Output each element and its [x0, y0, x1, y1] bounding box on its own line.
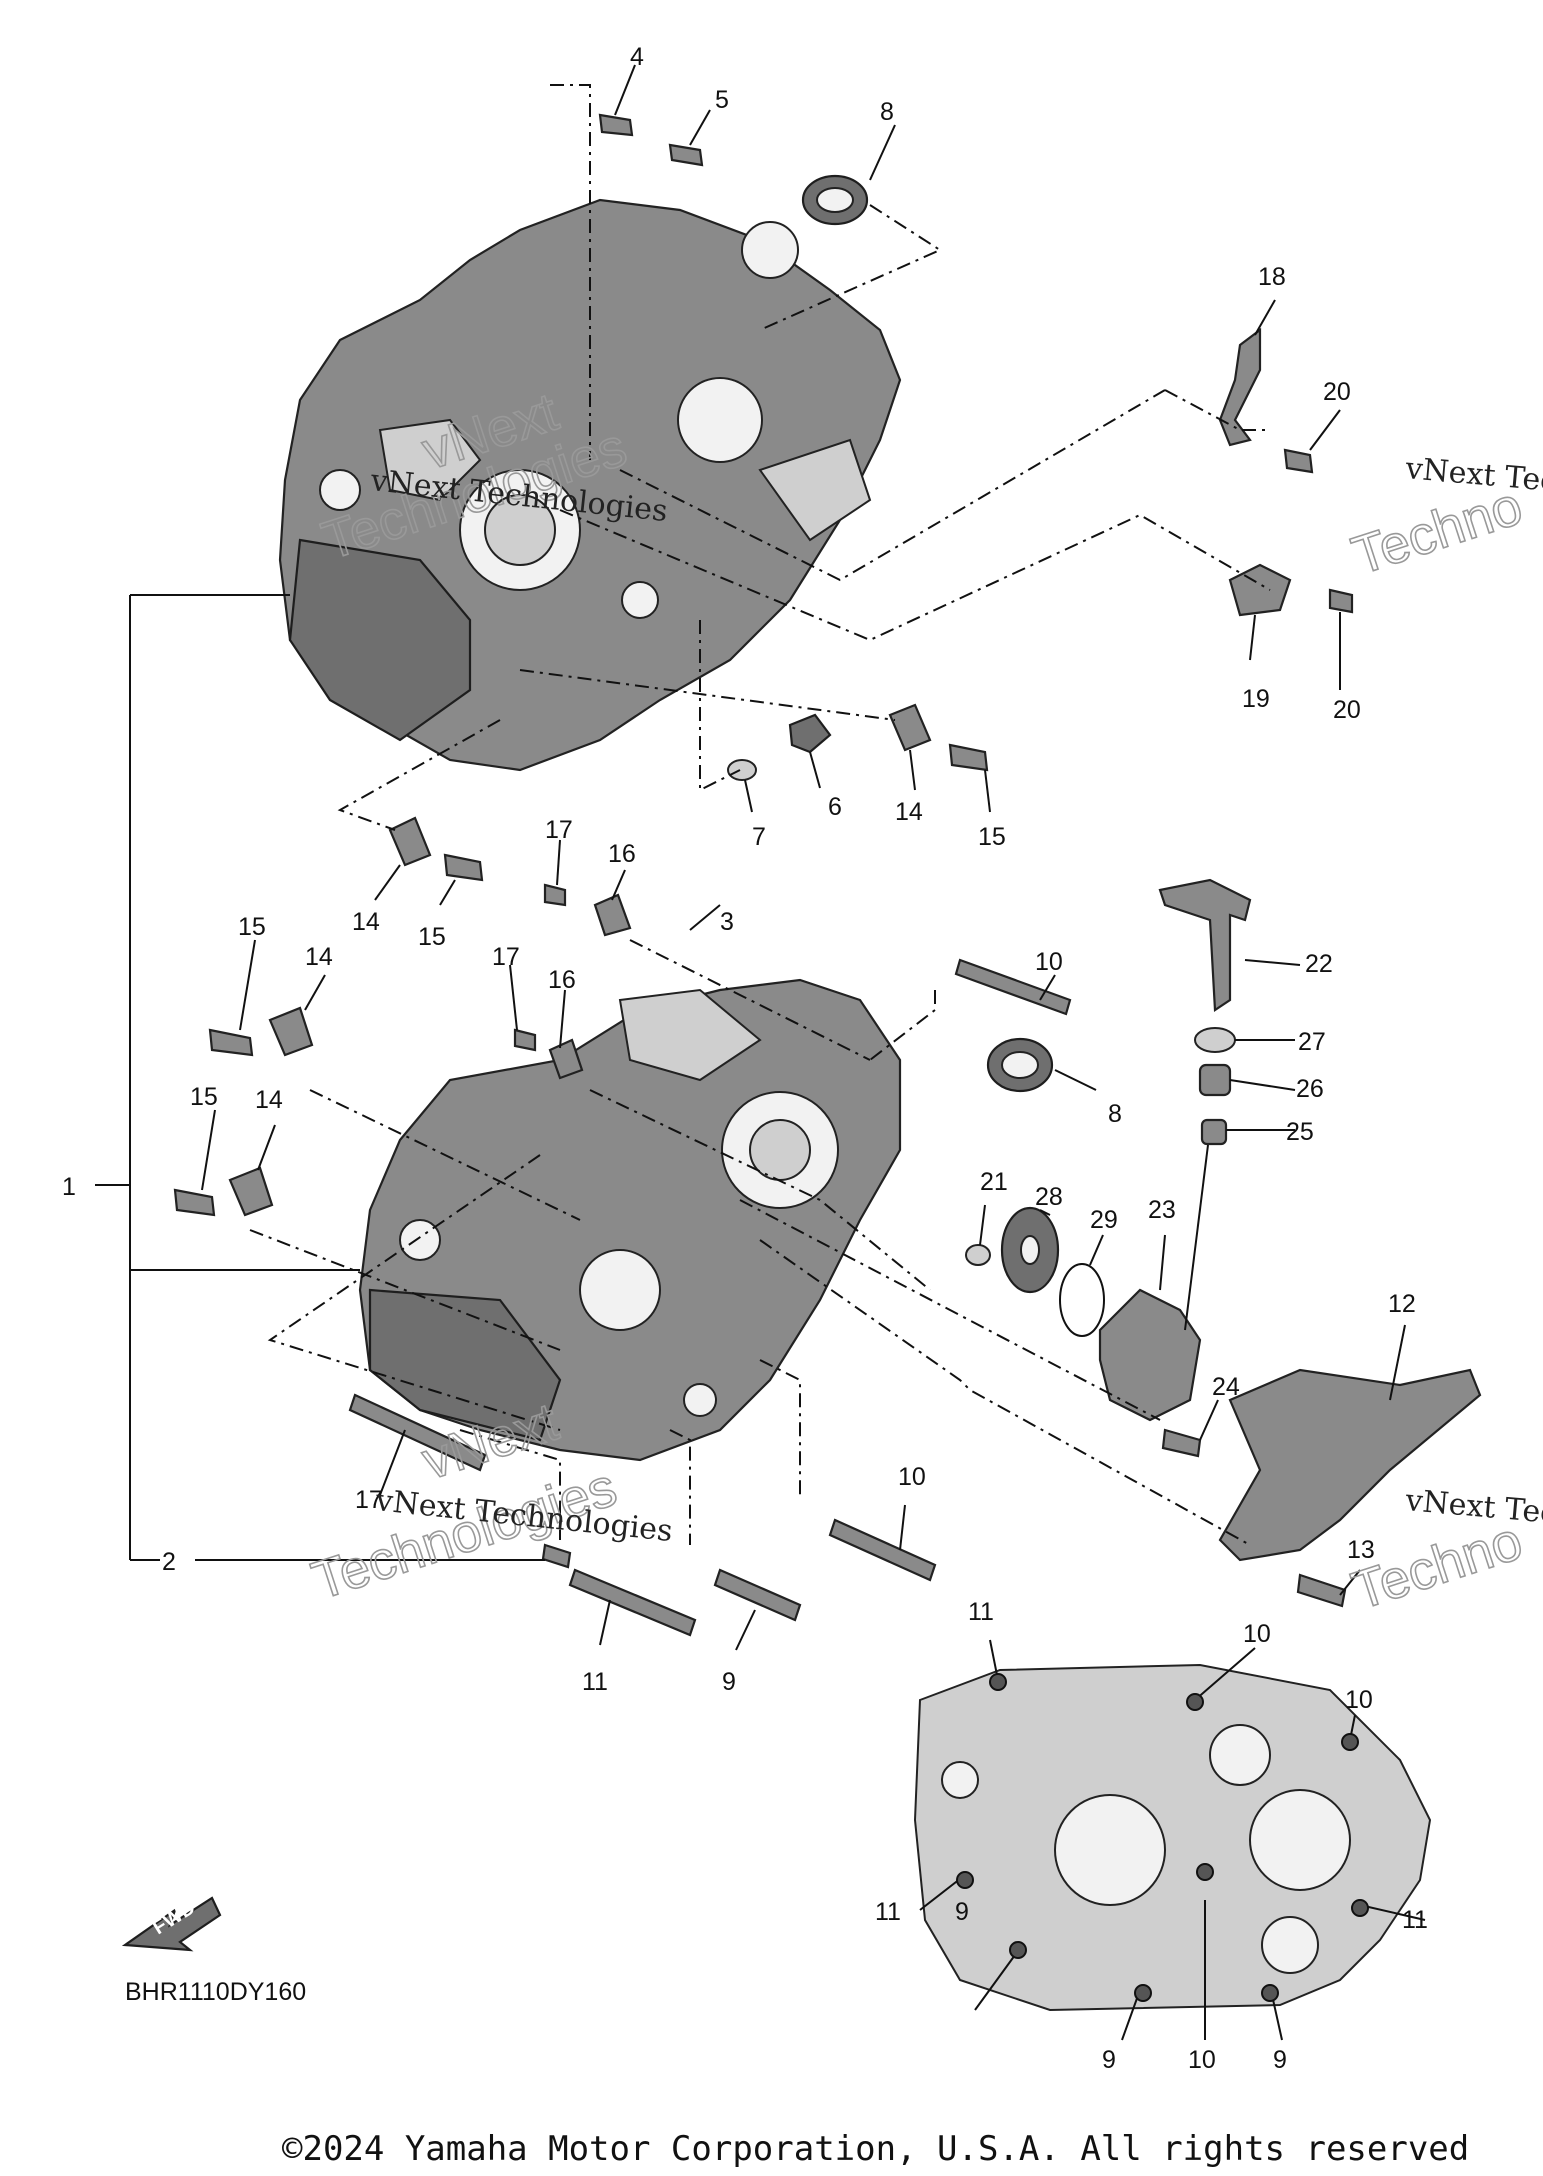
- callout-17-mid: 17: [492, 943, 520, 971]
- callout-14-lower-left: 14: [255, 1086, 283, 1114]
- right-crankcase-half: [358, 978, 902, 1462]
- callout-12: 12: [1388, 1290, 1416, 1318]
- callout-3: 3: [720, 908, 734, 936]
- diagram-code: BHR1110DY160: [125, 1978, 306, 2006]
- callout-10-ref-right: 10: [1345, 1686, 1373, 1714]
- callout-1: 1: [62, 1173, 76, 1201]
- callout-14-mid-left: 14: [305, 943, 333, 971]
- assembly-lines: [249, 84, 1271, 1546]
- callout-9-ref-left: 9: [955, 1898, 969, 1926]
- callout-15-mid-left: 15: [238, 913, 266, 941]
- left-crankcase-half: [278, 198, 902, 772]
- callout-14-upper-left: 14: [352, 908, 380, 936]
- callout-4: 4: [630, 43, 644, 71]
- callout-29: 29: [1090, 1206, 1118, 1234]
- callout-labels: 1 2 3 4 5 6 7 8 8 9 9 9 9 10 10 10 10 10…: [62, 43, 1428, 2074]
- callout-10-ref-bottom: 10: [1188, 2046, 1216, 2074]
- callout-11-ref-top: 11: [968, 1598, 994, 1626]
- callout-2: 2: [162, 1548, 176, 1576]
- small-parts: [121, 113, 1482, 1952]
- callout-15-upper-left: 15: [418, 923, 446, 951]
- callout-25: 25: [1286, 1118, 1314, 1146]
- callout-20-top: 20: [1323, 378, 1351, 406]
- callout-7: 7: [752, 823, 766, 851]
- callout-18: 18: [1258, 263, 1286, 291]
- callout-17-lower: 17: [355, 1486, 383, 1514]
- callout-6: 6: [828, 793, 842, 821]
- reference-bolt-holes: [956, 1673, 1369, 2002]
- callout-8-lower: 8: [1108, 1100, 1122, 1128]
- crankcase-bolt-reference-view: [913, 1663, 1432, 2012]
- callout-5: 5: [715, 86, 729, 114]
- callout-21: 21: [980, 1168, 1008, 1196]
- callout-8-top: 8: [880, 98, 894, 126]
- callout-11-ref-left: 11: [875, 1898, 901, 1926]
- callout-20-lower: 20: [1333, 696, 1361, 724]
- callout-16-lower: 16: [548, 966, 576, 994]
- callout-19: 19: [1242, 685, 1270, 713]
- watermark-edge-big-lower: Techno: [1345, 1511, 1529, 1622]
- callout-15-lower-left: 15: [190, 1083, 218, 1111]
- callout-16-upper: 16: [608, 840, 636, 868]
- callout-26: 26: [1296, 1075, 1324, 1103]
- callout-24: 24: [1212, 1373, 1240, 1401]
- watermark-edge-big-upper: Techno: [1345, 476, 1529, 587]
- callout-27: 27: [1298, 1028, 1326, 1056]
- callout-17-upper: 17: [545, 816, 573, 844]
- callout-9-ref-right: 9: [1273, 2046, 1287, 2074]
- callout-10-ref-top: 10: [1243, 1620, 1271, 1648]
- callout-11-ref-right: 11: [1402, 1906, 1428, 1934]
- callout-10-upper: 10: [1035, 948, 1063, 976]
- callout-22: 22: [1305, 950, 1333, 978]
- callout-9-ref-bottom: 9: [1102, 2046, 1116, 2074]
- callout-10-lower: 10: [898, 1463, 926, 1491]
- copyright-notice: ©2024 Yamaha Motor Corporation, U.S.A. A…: [282, 2129, 1469, 2169]
- callout-28: 28: [1035, 1183, 1063, 1211]
- callout-15-upper-right: 15: [978, 823, 1006, 851]
- callout-13: 13: [1347, 1536, 1375, 1564]
- callout-11-bolt: 11: [582, 1668, 608, 1696]
- callout-9-bolt: 9: [722, 1668, 736, 1696]
- leader-lines: [95, 64, 1426, 2041]
- callout-23: 23: [1148, 1196, 1176, 1224]
- callout-14-upper-right: 14: [895, 798, 923, 826]
